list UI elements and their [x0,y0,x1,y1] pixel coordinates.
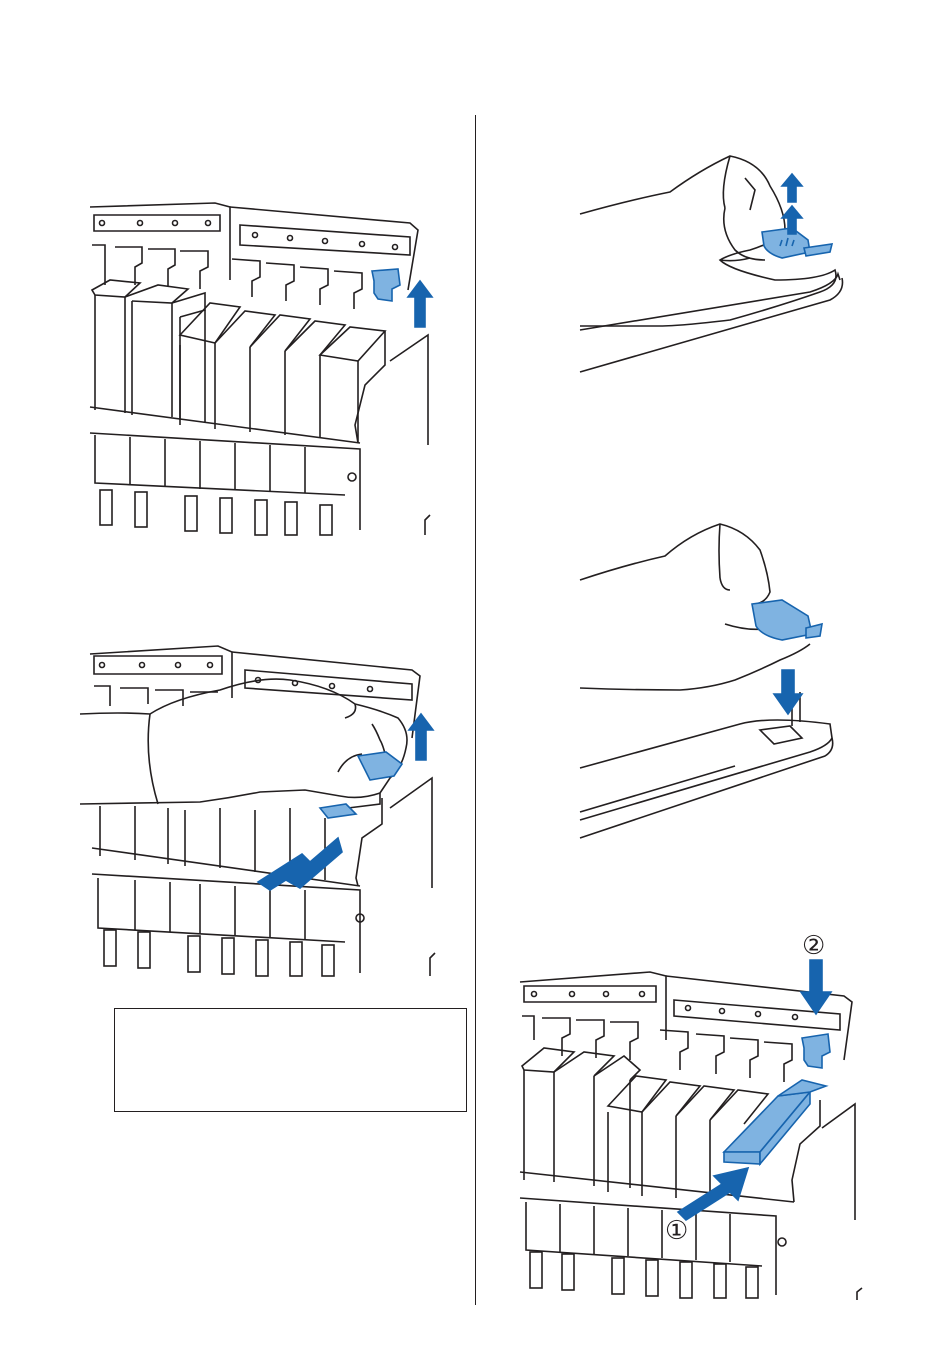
figure-ink-bay-lift [80,185,440,535]
step-2-marker: ② [802,933,825,959]
figure-hand-hold-part [570,150,860,380]
column-divider [475,115,476,1305]
step-1-marker: ① [665,1218,688,1244]
figure-slider-insert-steps: ② ① [510,930,870,1300]
figure-hand-attach-part [570,520,860,850]
note-box [114,1008,467,1112]
figure-hand-remove-slider [80,628,440,978]
